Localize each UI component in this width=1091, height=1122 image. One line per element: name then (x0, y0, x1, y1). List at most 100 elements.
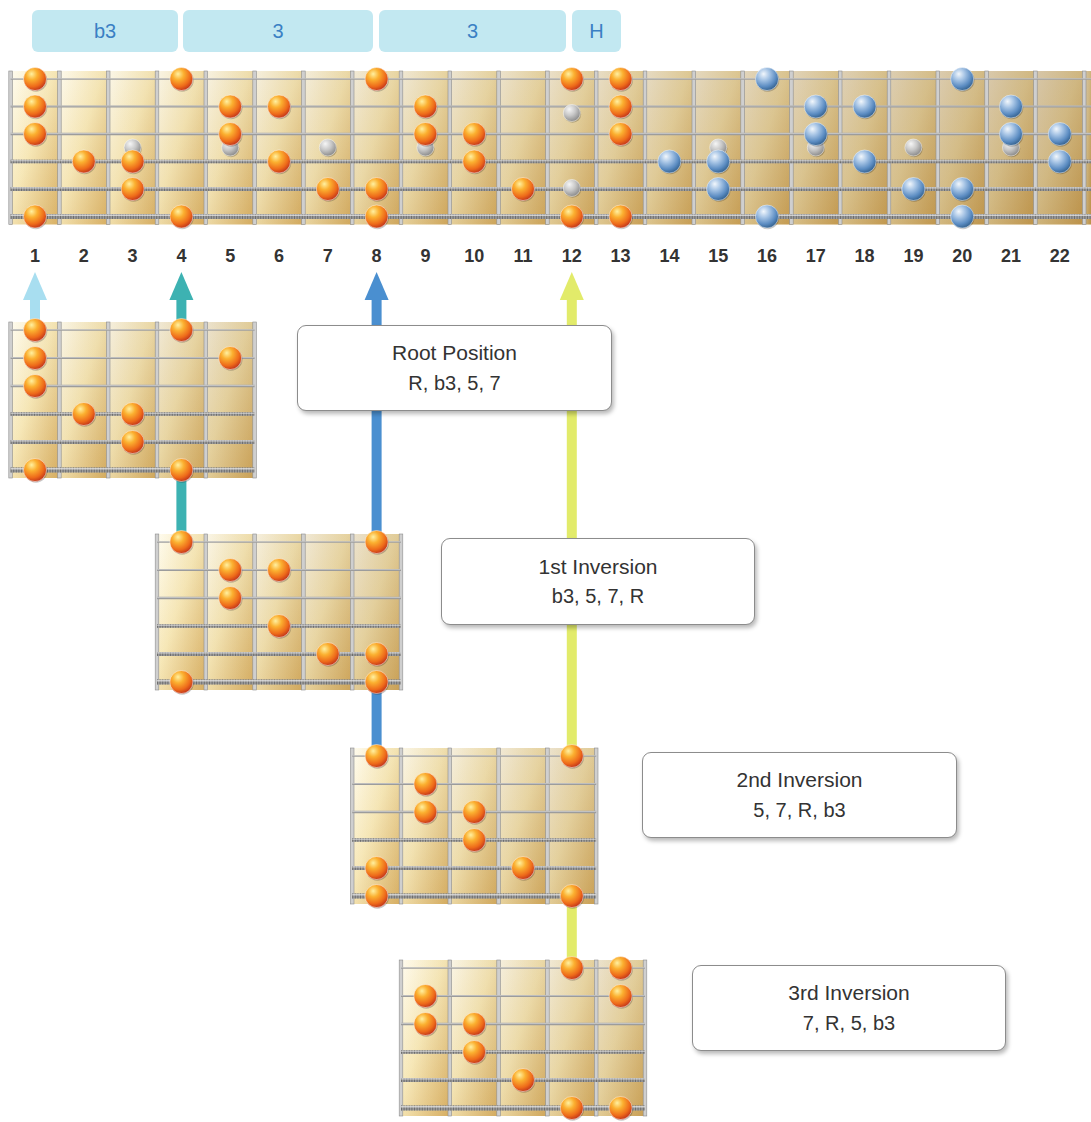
arpeggio-note (365, 745, 388, 768)
string-highlight (401, 1051, 645, 1052)
guitar-string (352, 783, 596, 785)
fret-wire (1034, 71, 1038, 225)
arpeggio-note (560, 205, 583, 228)
arpeggio-note (219, 347, 242, 370)
arpeggio-note (463, 829, 486, 852)
arpeggio-note (560, 957, 583, 980)
fret-number: 7 (311, 246, 345, 267)
interval-band: 3 (183, 10, 373, 52)
guitar-string (401, 1050, 645, 1053)
arpeggio-note (414, 1013, 437, 1036)
small-board (399, 960, 647, 1116)
arpeggio-note (316, 643, 339, 666)
board-shade (157, 534, 401, 690)
fret-number: 9 (408, 246, 442, 267)
guitar-string (157, 597, 401, 600)
arpeggio-note (365, 857, 388, 880)
fret-wire (302, 534, 306, 690)
node-heading: H (589, 20, 603, 43)
arpeggio-note (609, 985, 632, 1008)
fret-wire (643, 960, 647, 1116)
fret-number: 3 (116, 246, 150, 267)
arpeggio-note (414, 773, 437, 796)
fret-wire (546, 960, 550, 1116)
guitar-string (11, 133, 1091, 136)
fret-number: 20 (945, 246, 979, 267)
arpeggio-note (609, 957, 632, 980)
octave-note (951, 68, 974, 91)
fret-wire (692, 71, 696, 225)
fret-wire (204, 534, 208, 690)
arpeggio-note (512, 178, 535, 201)
node-body: R, b3, 5, 7 (408, 372, 500, 395)
position-fretboard (9, 319, 257, 483)
fret-number: 18 (848, 246, 882, 267)
string-winding (11, 187, 1091, 191)
fret-number: 2 (67, 246, 101, 267)
arpeggio-note (24, 459, 47, 482)
node-heading: Root Position (392, 341, 517, 365)
inlay-marker (563, 180, 580, 197)
arpeggio-note (219, 559, 242, 582)
arpeggio-note (463, 150, 486, 173)
inversion-box: 2nd Inversion5, 7, R, b3 (642, 752, 957, 838)
fret-wire (9, 322, 13, 478)
fret-wire (58, 322, 62, 478)
fret-wire (936, 71, 940, 225)
fret-wire (350, 534, 354, 690)
fret-wire (497, 71, 501, 225)
arpeggio-note (512, 857, 535, 880)
guitar-string (401, 967, 645, 969)
fret-wire (594, 748, 598, 904)
octave-note (1000, 95, 1023, 118)
octave-note (658, 150, 681, 173)
string-winding (401, 1106, 645, 1111)
arpeggio-note (463, 1041, 486, 1064)
octave-note (951, 178, 974, 201)
arpeggio-note (463, 1013, 486, 1036)
interval-band: 3 (379, 10, 566, 52)
arpeggio-note (316, 178, 339, 201)
string-highlight (352, 866, 596, 867)
node-heading: 3 (272, 20, 283, 43)
interval-band: H (572, 10, 621, 52)
fret-wire (155, 322, 159, 478)
fret-wire (204, 322, 208, 478)
fret-number: 14 (652, 246, 686, 267)
arpeggio-note (365, 531, 388, 554)
fret-wire (594, 71, 598, 225)
inversion-box: 3rd Inversion7, R, 5, b3 (692, 965, 1006, 1051)
fret-number: 12 (555, 246, 589, 267)
fret-number: 17 (799, 246, 833, 267)
arpeggio-note (560, 885, 583, 908)
fret-wire (887, 71, 891, 225)
arpeggio-note (219, 95, 242, 118)
string-highlight (352, 783, 596, 784)
interval-band: b3 (32, 10, 178, 52)
inlay-marker (563, 105, 580, 122)
arrow-head (560, 272, 584, 300)
fret-wire (106, 71, 110, 225)
arpeggio-note (609, 205, 632, 228)
arpeggio-note (560, 68, 583, 91)
arrow-head (169, 272, 193, 300)
octave-note (1048, 150, 1071, 173)
fret-wire (9, 71, 13, 225)
octave-note (707, 178, 730, 201)
octave-note (902, 178, 925, 201)
fret-wire (741, 71, 745, 225)
arpeggio-note (609, 95, 632, 118)
inlay-marker (319, 139, 336, 156)
node-body: 5, 7, R, b3 (753, 799, 845, 822)
fret-wire (399, 960, 403, 1116)
arpeggio-note (121, 178, 144, 201)
main-board (9, 71, 1091, 225)
fret-wire (497, 748, 501, 904)
arpeggio-note (121, 431, 144, 454)
fret-wire (253, 71, 257, 225)
arpeggio-note (24, 319, 47, 342)
octave-note (853, 95, 876, 118)
fret-wire (253, 322, 257, 478)
arpeggio-note (170, 68, 193, 91)
